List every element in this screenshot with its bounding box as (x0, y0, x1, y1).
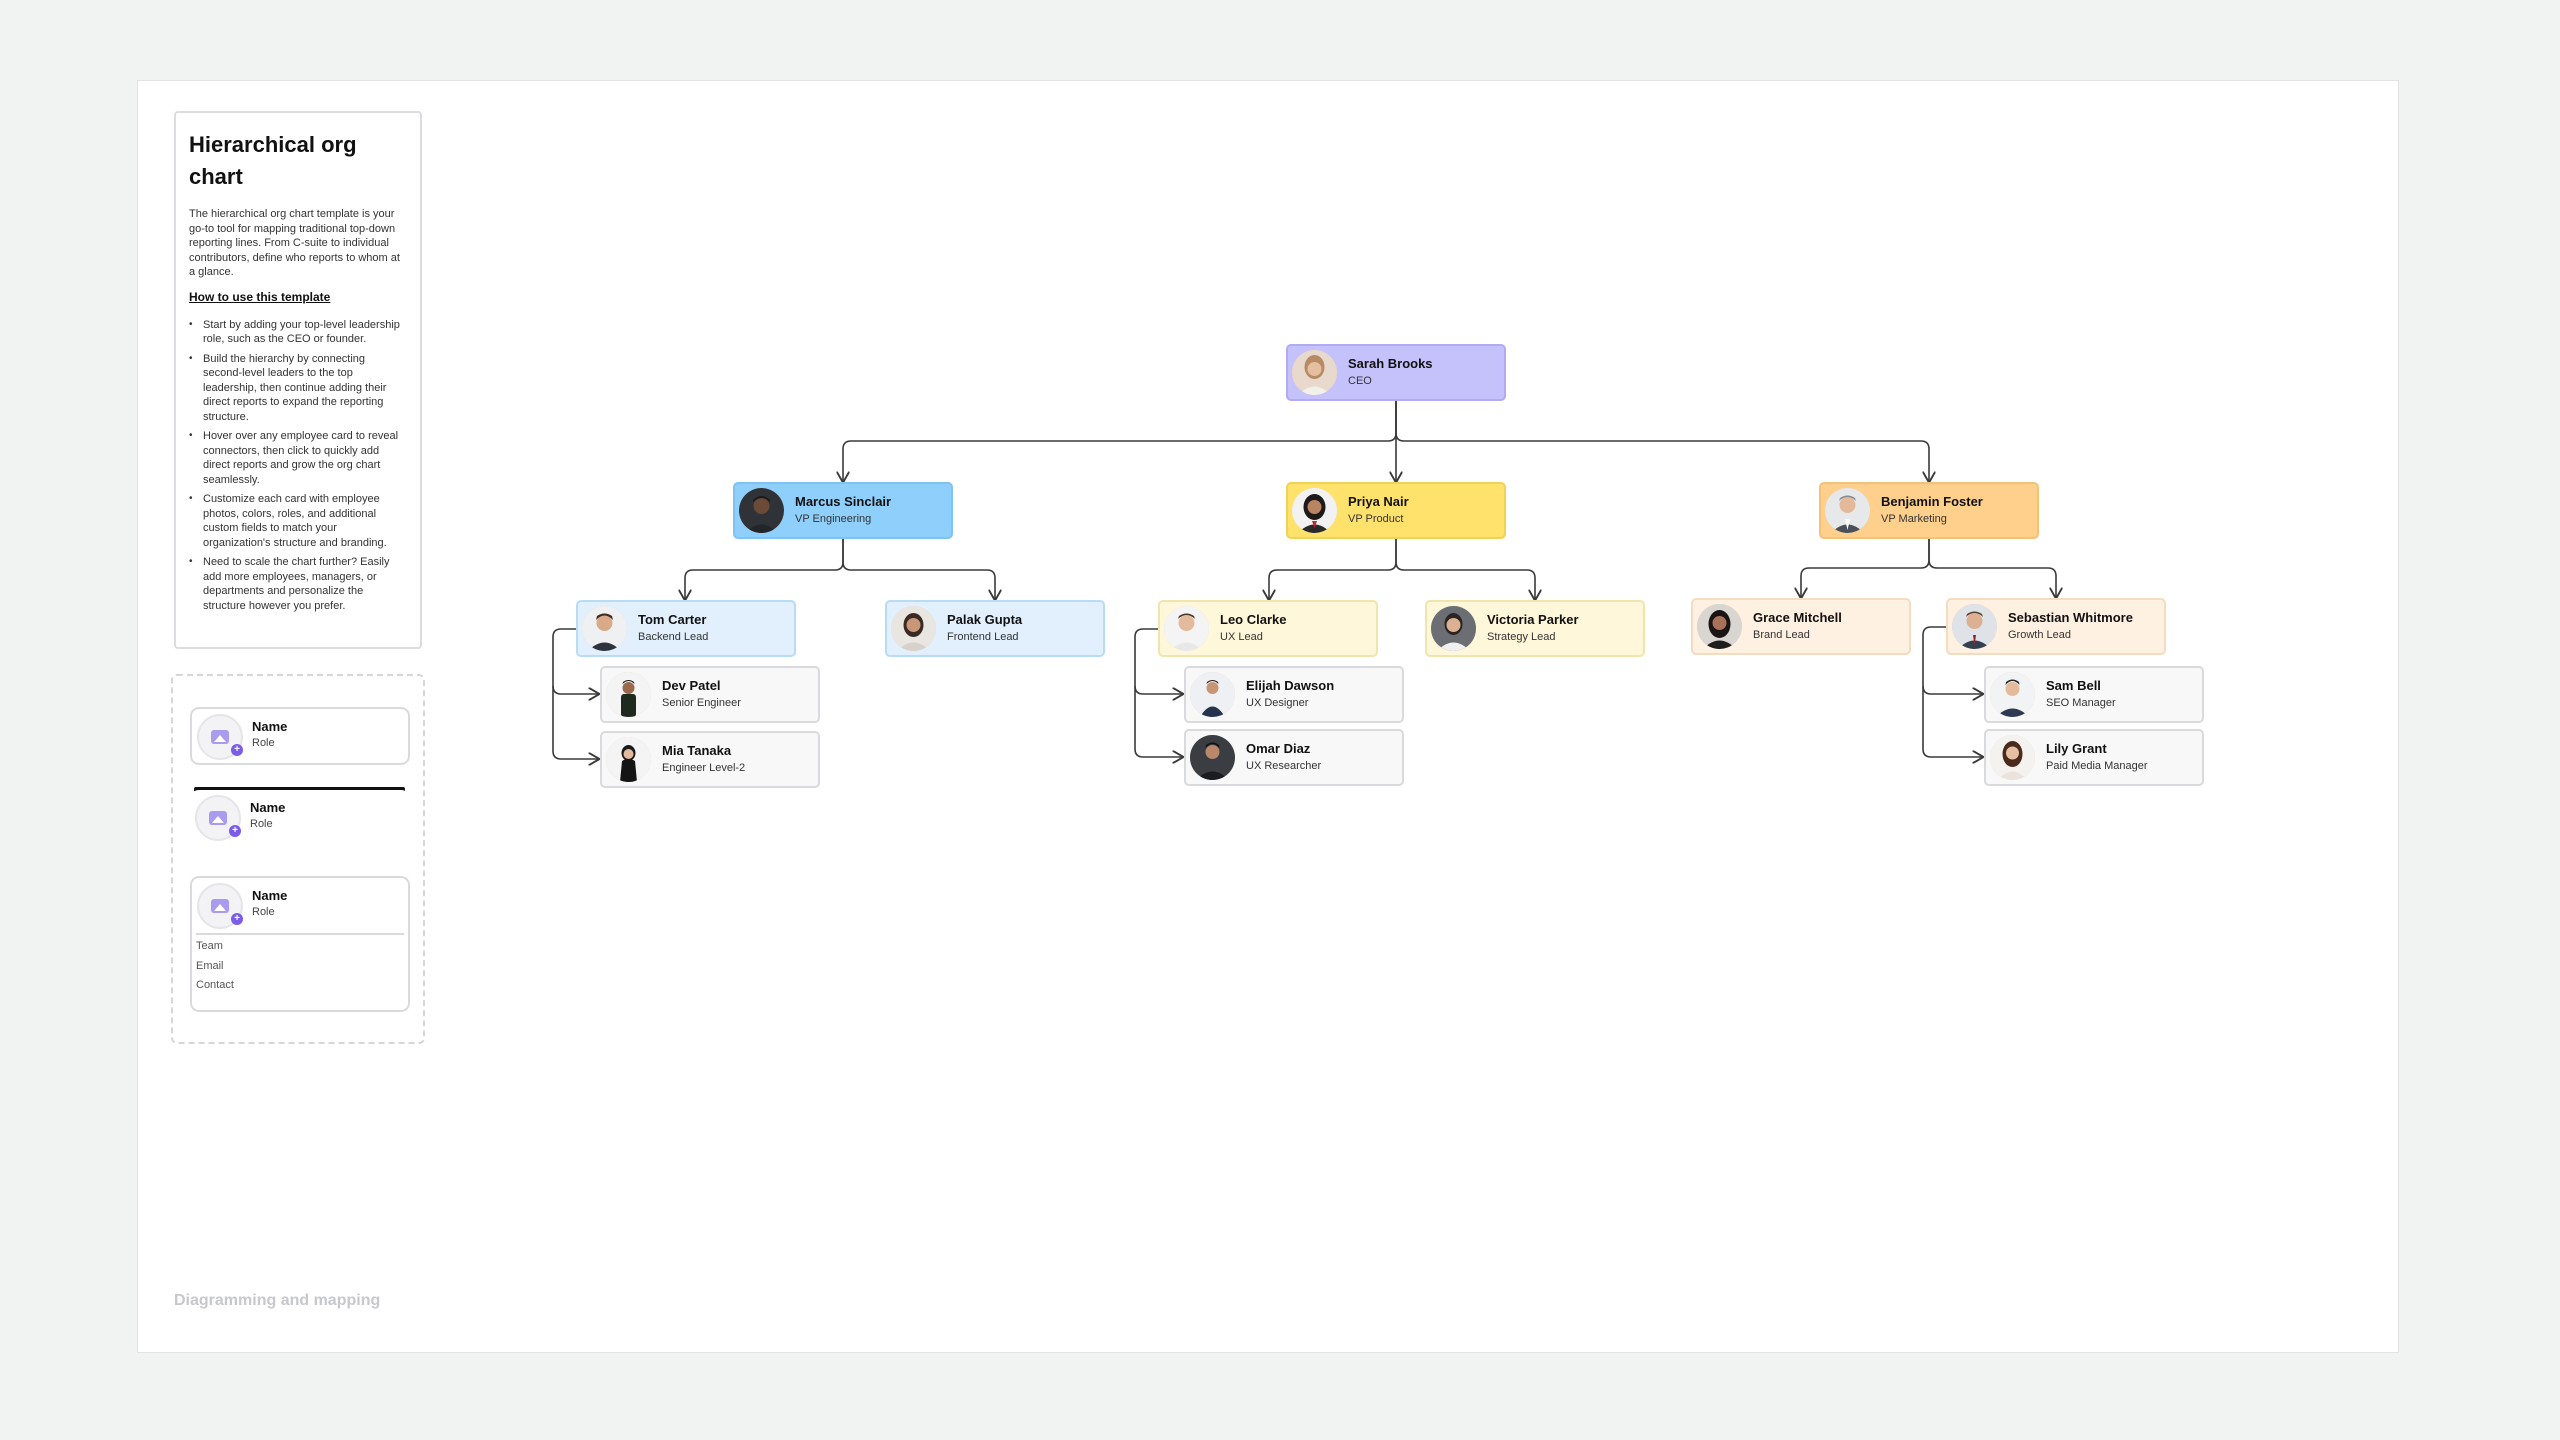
employee-role: UX Lead (1220, 631, 1263, 643)
employee-role: VP Product (1348, 513, 1404, 525)
legend-name: Name (252, 719, 288, 734)
legend-name: Name (250, 800, 286, 815)
employee-avatar (1431, 606, 1476, 651)
employee-role: Senior Engineer (662, 697, 741, 709)
employee-name: Sebastian Whitmore (2008, 610, 2133, 625)
employee-role: UX Designer (1246, 697, 1309, 709)
placeholder-avatar[interactable]: + (197, 883, 243, 929)
legend-card-bordered[interactable]: + Name Role (190, 707, 410, 765)
legend-field-team: Team (196, 940, 223, 952)
info-description: The hierarchical org chart template is y… (189, 208, 400, 278)
info-title: Hierarchical org chart (189, 132, 357, 189)
employee-role: VP Marketing (1881, 513, 1947, 525)
employee-avatar (606, 672, 651, 717)
legend-role: Role (252, 737, 275, 749)
employee-name: Mia Tanaka (662, 743, 732, 758)
employee-avatar (1190, 672, 1235, 717)
howto-step: Customize each card with employee photos… (189, 492, 407, 550)
card-style-legend: + Name Role + Name Role + Name Role Team… (171, 674, 425, 1044)
employee-role: Brand Lead (1753, 629, 1810, 641)
placeholder-avatar[interactable]: + (195, 795, 241, 841)
employee-name: Grace Mitchell (1753, 610, 1842, 625)
employee-name: Dev Patel (662, 678, 721, 693)
howto-step: Start by adding your top-level leadershi… (189, 318, 407, 347)
org-card-ic[interactable]: Dev Patel Senior Engineer (600, 666, 820, 723)
employee-avatar (1190, 735, 1235, 780)
employee-role: VP Engineering (795, 513, 872, 525)
legend-role: Role (252, 906, 275, 918)
legend-card-underlined[interactable]: + Name Role (190, 790, 410, 848)
org-card-ceo[interactable]: Sarah Brooks CEO (1286, 344, 1506, 401)
org-card-lead[interactable]: Palak Gupta Frontend Lead (885, 600, 1105, 657)
employee-name: Sam Bell (2046, 678, 2101, 693)
employee-role: CEO (1348, 375, 1372, 387)
legend-field-contact: Contact (196, 979, 234, 991)
org-card-vp-marketing[interactable]: Benjamin Foster VP Marketing (1819, 482, 2039, 539)
employee-avatar (1952, 604, 1997, 649)
howto-steps-list: Start by adding your top-level leadershi… (189, 318, 407, 614)
placeholder-avatar[interactable]: + (197, 714, 243, 760)
employee-role: Strategy Lead (1487, 631, 1556, 643)
employee-avatar (1990, 735, 2035, 780)
org-card-ic[interactable]: Lily Grant Paid Media Manager (1984, 729, 2204, 786)
org-card-ic[interactable]: Elijah Dawson UX Designer (1184, 666, 1404, 723)
employee-role: Paid Media Manager (2046, 760, 2148, 772)
employee-name: Tom Carter (638, 612, 707, 627)
org-card-lead[interactable]: Tom Carter Backend Lead (576, 600, 796, 657)
org-card-lead[interactable]: Grace Mitchell Brand Lead (1691, 598, 1911, 655)
add-photo-icon: + (231, 744, 243, 756)
employee-avatar (1697, 604, 1742, 649)
template-info-panel: Hierarchical org chart The hierarchical … (174, 111, 422, 649)
employee-role: Backend Lead (638, 631, 709, 643)
employee-avatar (1825, 488, 1870, 533)
employee-avatar (1292, 350, 1337, 395)
employee-name: Victoria Parker (1487, 612, 1579, 627)
image-placeholder-icon (211, 730, 229, 744)
employee-name: Lily Grant (2046, 741, 2107, 756)
add-photo-icon: + (231, 913, 243, 925)
employee-avatar (1164, 606, 1209, 651)
howto-step: Need to scale the chart further? Easily … (189, 555, 407, 613)
employee-role: Engineer Level-2 (662, 762, 746, 774)
howto-step: Build the hierarchy by connecting second… (189, 352, 407, 425)
employee-avatar (582, 606, 627, 651)
org-card-lead[interactable]: Leo Clarke UX Lead (1158, 600, 1378, 657)
employee-role: UX Researcher (1246, 760, 1322, 772)
image-placeholder-icon (211, 899, 229, 913)
employee-name: Leo Clarke (1220, 612, 1287, 627)
employee-avatar (891, 606, 936, 651)
legend-card-detailed[interactable]: + Name Role Team Email Contact (190, 876, 410, 1012)
employee-role: Frontend Lead (947, 631, 1019, 643)
howto-heading[interactable]: How to use this template (189, 289, 331, 304)
employee-name: Sarah Brooks (1348, 356, 1433, 371)
employee-name: Palak Gupta (947, 612, 1023, 627)
legend-underline-bar (194, 787, 405, 792)
employee-name: Elijah Dawson (1246, 678, 1335, 693)
employee-name: Priya Nair (1348, 494, 1409, 509)
employee-name: Benjamin Foster (1881, 494, 1983, 509)
org-card-ic[interactable]: Sam Bell SEO Manager (1984, 666, 2204, 723)
board-category-label: Diagramming and mapping (174, 1292, 381, 1309)
org-card-lead[interactable]: Sebastian Whitmore Growth Lead (1946, 598, 2166, 655)
org-card-ic[interactable]: Mia Tanaka Engineer Level-2 (600, 731, 820, 788)
image-placeholder-icon (209, 811, 227, 825)
add-photo-icon: + (229, 825, 241, 837)
legend-name: Name (252, 888, 288, 903)
org-card-vp-product[interactable]: Priya Nair VP Product (1286, 482, 1506, 539)
employee-avatar (1292, 488, 1337, 533)
legend-role: Role (250, 818, 273, 830)
legend-field-email: Email (196, 960, 224, 972)
org-card-ic[interactable]: Omar Diaz UX Researcher (1184, 729, 1404, 786)
org-card-lead[interactable]: Victoria Parker Strategy Lead (1425, 600, 1645, 657)
employee-avatar (1990, 672, 2035, 717)
employee-role: Growth Lead (2008, 629, 2071, 641)
legend-divider (196, 933, 404, 935)
employee-name: Marcus Sinclair (795, 494, 892, 509)
employee-role: SEO Manager (2046, 697, 2116, 709)
employee-avatar (739, 488, 784, 533)
employee-name: Omar Diaz (1246, 741, 1311, 756)
employee-avatar (606, 737, 651, 782)
org-card-vp-engineering[interactable]: Marcus Sinclair VP Engineering (733, 482, 953, 539)
howto-step: Hover over any employee card to reveal c… (189, 429, 407, 487)
